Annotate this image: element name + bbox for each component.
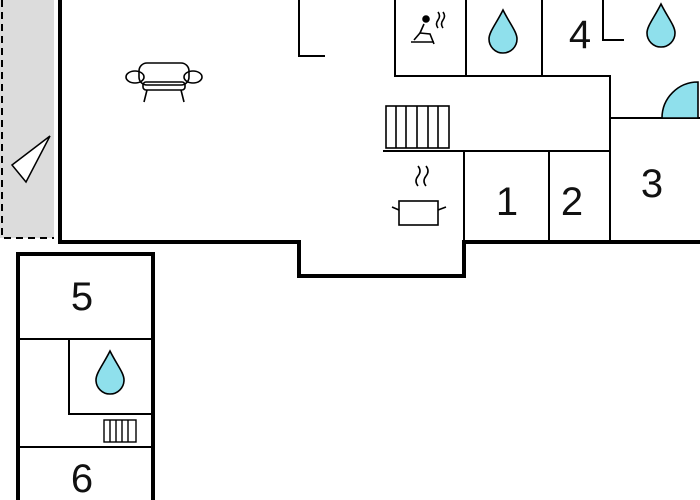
water-drop-icon	[95, 349, 125, 395]
interior-walls	[298, 0, 700, 242]
door-swing-icon	[661, 81, 699, 119]
room-label-6: 6	[71, 457, 93, 500]
terrace	[0, 0, 54, 239]
room-label-1: 1	[496, 180, 518, 224]
main-building-walls	[58, 0, 700, 278]
annex-building-walls	[16, 252, 155, 500]
water-drop-icon	[646, 2, 676, 48]
direction-arrow-icon	[10, 135, 51, 184]
room-label-4: 4	[569, 13, 591, 57]
sauna-icon	[411, 11, 446, 45]
room-label-3: 3	[641, 162, 663, 206]
radiator-icon	[385, 105, 450, 149]
sofa-icon	[125, 62, 203, 103]
radiator-icon	[103, 419, 137, 443]
water-drop-icon	[488, 8, 518, 54]
room-label-5: 5	[71, 275, 93, 319]
cooking-pot-icon	[391, 165, 447, 226]
room-label-2: 2	[561, 180, 583, 224]
